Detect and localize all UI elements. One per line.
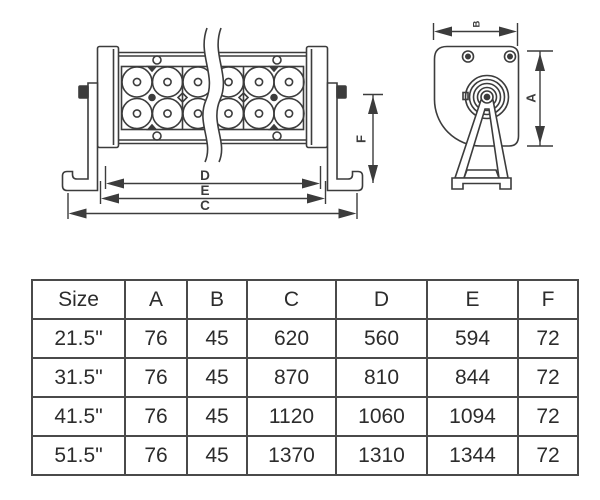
side-lens-rings [462, 74, 510, 120]
cell-size: 51.5" [31, 435, 126, 476]
cell-a: 76 [124, 318, 188, 359]
col-header-f: F [517, 279, 579, 320]
dim-label-d: D [200, 168, 210, 183]
cell-d: 1310 [335, 435, 428, 476]
cell-d: 1060 [335, 396, 428, 437]
col-header-size: Size [31, 279, 126, 320]
cell-b: 45 [186, 357, 248, 398]
table-row: 21.5" 76 45 620 560 594 72 [31, 318, 579, 359]
table-header-row: Size A B C D E F [31, 279, 579, 320]
side-bracket [451, 99, 512, 190]
dim-label-f: F [354, 135, 369, 143]
col-header-a: A [124, 279, 188, 320]
col-header-e: E [426, 279, 519, 320]
cell-e: 594 [426, 318, 519, 359]
cell-a: 76 [124, 435, 188, 476]
cell-f: 72 [517, 318, 579, 359]
cell-size: 21.5" [31, 318, 126, 359]
dim-line-b [432, 23, 519, 46]
side-view [433, 45, 520, 190]
break-lines [202, 27, 225, 163]
col-header-b: B [186, 279, 248, 320]
table-row: 41.5" 76 45 1120 1060 1094 72 [31, 396, 579, 437]
cell-e: 1344 [426, 435, 519, 476]
mounting-bracket-left [61, 82, 99, 192]
col-header-c: C [246, 279, 337, 320]
cell-e: 1094 [426, 396, 519, 437]
cell-f: 72 [517, 396, 579, 437]
cell-b: 45 [186, 396, 248, 437]
dim-line-f [363, 93, 383, 183]
cell-f: 72 [517, 435, 579, 476]
dim-line-e [101, 193, 325, 204]
cell-d: 810 [335, 357, 428, 398]
table-row: 51.5" 76 45 1370 1310 1344 72 [31, 435, 579, 476]
dim-label-c: C [200, 198, 210, 213]
led-lens-array [121, 66, 305, 130]
front-view [61, 27, 364, 192]
dim-label-b: B [472, 20, 483, 27]
cell-c: 1370 [246, 435, 337, 476]
cell-a: 76 [124, 357, 188, 398]
panel-screw-icon [146, 65, 280, 131]
cell-size: 41.5" [31, 396, 126, 437]
rail-screw-icon [152, 55, 282, 141]
dimension-diagram: D E C F [61, 20, 553, 219]
cell-c: 870 [246, 357, 337, 398]
cell-d: 560 [335, 318, 428, 359]
cell-b: 45 [186, 435, 248, 476]
cell-c: 620 [246, 318, 337, 359]
mounting-bracket-right [326, 82, 364, 192]
cell-f: 72 [517, 357, 579, 398]
cell-size: 31.5" [31, 357, 126, 398]
cell-b: 45 [186, 318, 248, 359]
end-cap-right [305, 45, 329, 149]
front-view-dimensions: D E C F [67, 93, 383, 219]
pivot-bolt-icon [480, 90, 494, 104]
col-header-d: D [335, 279, 428, 320]
dim-line-c [68, 208, 357, 219]
end-cap-left [96, 45, 120, 149]
cell-c: 1120 [246, 396, 337, 437]
side-view-dimensions: B A [432, 20, 553, 147]
size-table: Size A B C D E F 21.5" 76 45 620 560 594… [31, 279, 579, 476]
dim-line-d [106, 178, 320, 189]
side-screw-icon [461, 50, 517, 63]
dim-label-e: E [200, 183, 209, 198]
cell-a: 76 [124, 396, 188, 437]
table-row: 31.5" 76 45 870 810 844 72 [31, 357, 579, 398]
dim-label-a: A [524, 93, 539, 103]
dim-line-a [527, 50, 553, 147]
cell-e: 844 [426, 357, 519, 398]
